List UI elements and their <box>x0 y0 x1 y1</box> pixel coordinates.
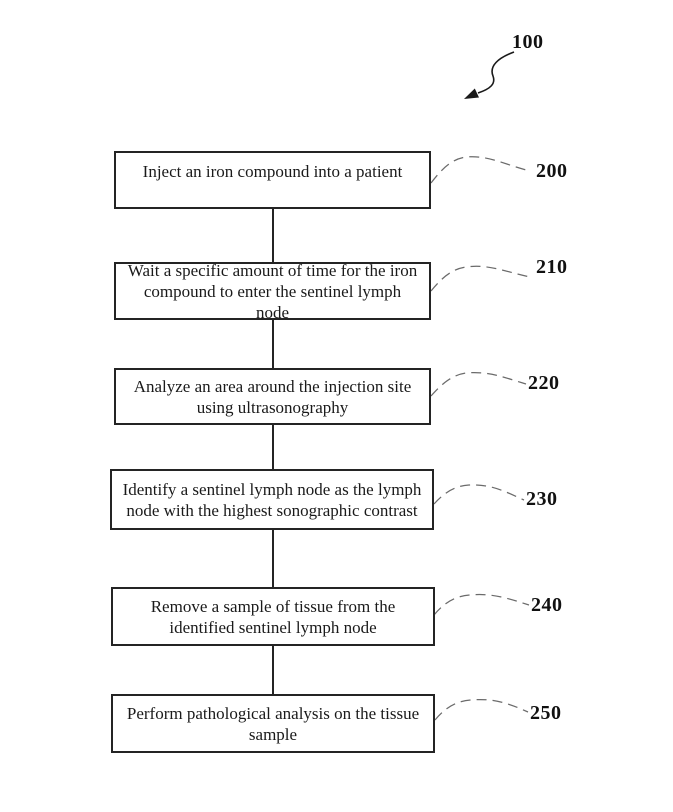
step-box-220: Analyze an area around the injection sit… <box>114 368 431 425</box>
leader-line-240 <box>433 593 530 616</box>
step-box-230: Identify a sentinel lymph node as the ly… <box>110 469 434 530</box>
step-box-200: Inject an iron compound into a patient <box>114 151 431 209</box>
connector-line-3 <box>272 425 274 469</box>
connector-line-4 <box>272 530 274 587</box>
ref-label-250: 250 <box>530 702 562 724</box>
step-text-230: Identify a sentinel lymph node as the ly… <box>122 479 422 520</box>
step-box-250: Perform pathological analysis on the tis… <box>111 694 435 753</box>
step-text-240: Remove a sample of tissue from the ident… <box>150 596 396 637</box>
connector-line-2 <box>272 320 274 368</box>
step-text-200: Inject an iron compound into a patient <box>142 162 403 181</box>
ref-label-220: 220 <box>528 372 560 394</box>
ref-label-210: 210 <box>536 256 568 278</box>
step-box-210: Wait a specific amount of time for the i… <box>114 260 431 322</box>
leader-line-250 <box>434 698 529 721</box>
figure-reference-arrow <box>464 51 515 99</box>
connector-line-1 <box>272 208 274 262</box>
leader-line-210 <box>430 265 531 292</box>
connector-line-5 <box>272 646 274 694</box>
ref-label-240: 240 <box>531 594 563 616</box>
ref-label-200: 200 <box>536 160 568 182</box>
step-text-220: Analyze an area around the injection sit… <box>133 376 412 417</box>
leader-line-230 <box>433 484 525 505</box>
leader-line-220 <box>430 371 527 397</box>
step-text-210: Wait a specific amount of time for the i… <box>127 260 418 322</box>
step-text-250: Perform pathological analysis on the tis… <box>126 703 420 744</box>
figure-reference-label: 100 <box>512 31 544 53</box>
step-box-240: Remove a sample of tissue from the ident… <box>111 587 435 646</box>
leader-line-200 <box>430 156 531 184</box>
ref-label-230: 230 <box>526 488 558 510</box>
